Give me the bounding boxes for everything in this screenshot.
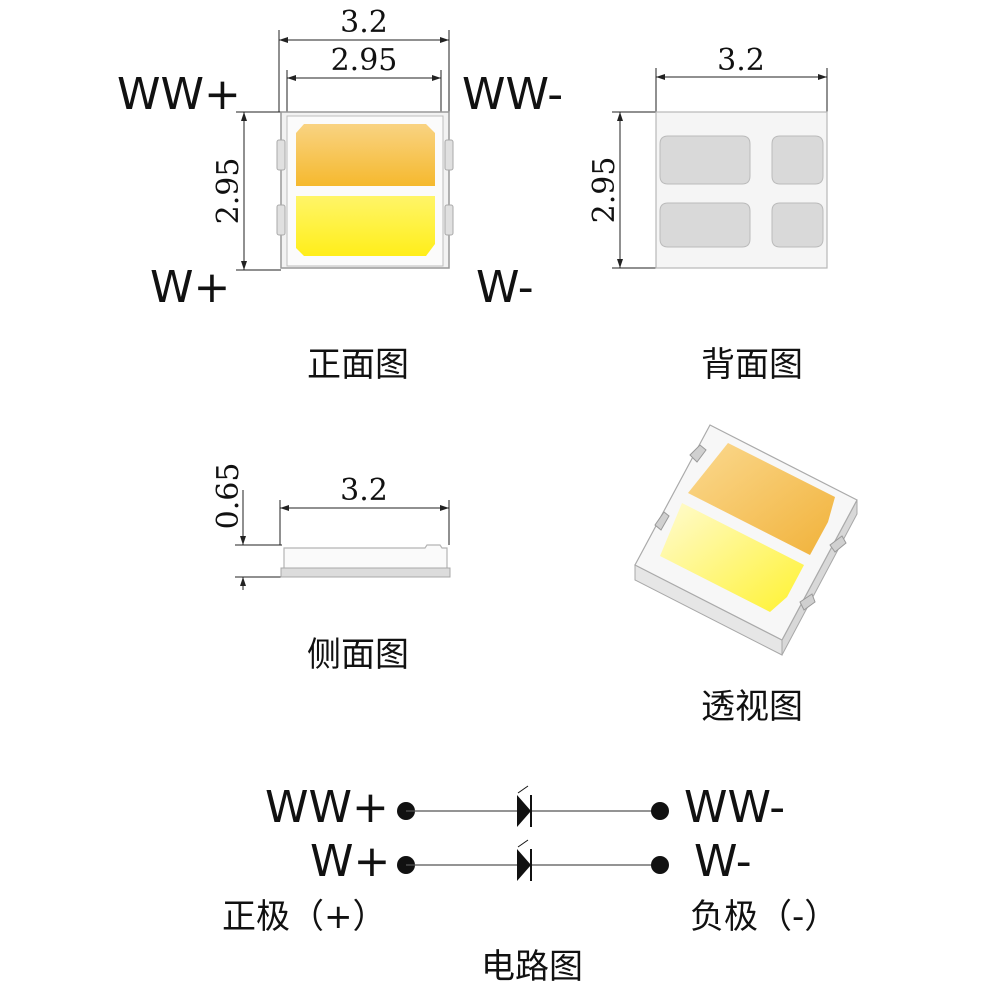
front-pin-w-plus: W+	[150, 262, 230, 313]
circuit-w-emit-arrow	[517, 839, 529, 848]
persp-terminal-3	[829, 535, 847, 553]
front-terminal-left-top	[276, 139, 286, 171]
persp-cool-white-chip	[660, 503, 804, 612]
front-terminal-right-top	[444, 139, 454, 171]
side-view-caption: 侧面图	[307, 635, 409, 675]
back-width-label: 3.2	[717, 43, 765, 78]
circuit-caption: 电路图	[481, 947, 583, 987]
circuit-ww-minus-label: WW-	[684, 782, 785, 833]
back-pad-bottom-right	[771, 202, 824, 248]
back-pad-bottom-left	[659, 202, 751, 248]
back-view: 3.2 2.95 背面图	[587, 43, 828, 385]
persp-warm-white-chip	[688, 443, 835, 555]
side-dim-height: 0.65	[211, 463, 282, 590]
front-height-label: 2.95	[211, 158, 246, 225]
back-height-label: 2.95	[587, 157, 622, 224]
persp-terminal-2	[654, 511, 670, 531]
front-width-inner-label: 2.95	[331, 43, 398, 78]
side-package-body	[283, 544, 448, 571]
front-warm-white-chip	[296, 124, 435, 186]
circuit-w-minus-label: W-	[694, 836, 752, 887]
circuit-ww-diode	[517, 795, 531, 827]
front-cool-white-chip	[296, 196, 435, 256]
circuit-w-minus-node	[651, 856, 669, 874]
perspective-view-caption: 透视图	[701, 687, 803, 727]
front-dim-width-outer: 3.2	[278, 5, 450, 112]
back-dim-width: 3.2	[655, 43, 828, 112]
circuit-ww-emit-arrow	[517, 785, 529, 794]
back-pad-top-right	[771, 135, 824, 185]
perspective-view: 透视图	[634, 424, 858, 727]
front-terminal-left-bottom	[276, 204, 286, 236]
front-view-caption: 正面图	[307, 345, 409, 385]
circuit-diagram: WW+ WW- W+ W- 正极（+） 负极（-） 电路图	[222, 782, 838, 987]
persp-terminal-1	[689, 444, 707, 463]
side-width-label: 3.2	[340, 473, 388, 508]
front-pin-w-minus: W-	[476, 262, 534, 313]
circuit-negative-label: 负极（-）	[690, 897, 838, 937]
back-view-caption: 背面图	[701, 345, 803, 385]
side-height-label: 0.65	[211, 463, 246, 530]
back-dim-height: 2.95	[587, 111, 656, 269]
side-view: 3.2 0.65 侧面图	[211, 463, 451, 675]
front-dim-width-inner: 2.95	[286, 43, 442, 112]
circuit-ww-minus-node	[651, 802, 669, 820]
persp-terminal-4	[799, 593, 816, 611]
circuit-ww-plus-label: WW+	[265, 782, 389, 833]
circuit-w-diode	[517, 849, 531, 881]
circuit-w-plus-label: W+	[310, 836, 390, 887]
front-view: 3.2 2.95 2.95 WW+	[117, 5, 563, 385]
front-terminal-right-bottom	[444, 204, 454, 236]
side-dim-width: 3.2	[279, 473, 450, 545]
front-pin-ww-plus: WW+	[117, 69, 241, 120]
front-pin-ww-minus: WW-	[462, 69, 563, 120]
side-package-base	[280, 567, 451, 578]
back-pad-top-left	[659, 135, 751, 185]
front-dim-height: 2.95	[211, 111, 281, 271]
front-width-outer-label: 3.2	[340, 5, 388, 40]
circuit-positive-label: 正极（+）	[222, 897, 387, 937]
